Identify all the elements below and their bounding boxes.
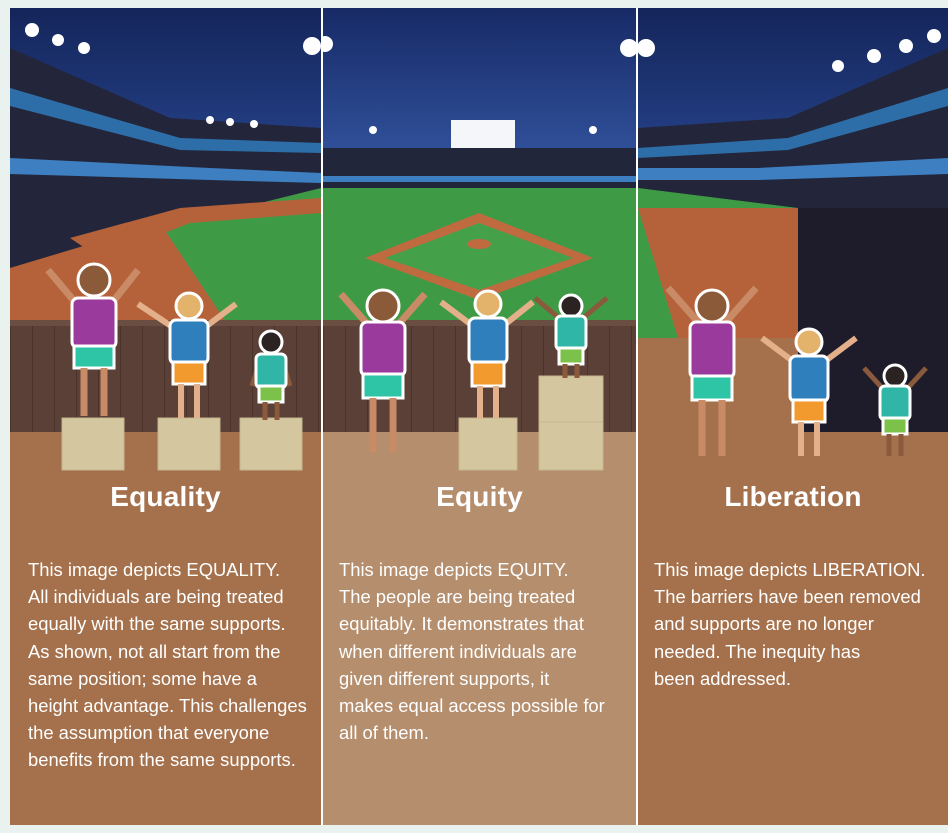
description-line: This image depicts EQUALITY.	[28, 559, 281, 580]
panel-description: This image depicts EQUITY. The people ar…	[339, 556, 605, 746]
description-line: same position; some have a	[28, 667, 257, 689]
description-line: All individuals are being treated	[28, 586, 284, 608]
description-line: benefits from the same supports.	[28, 749, 296, 771]
description-line: the assumption that everyone	[28, 722, 270, 744]
equality-panel: Equality This image depicts EQUALITY. Al…	[10, 8, 321, 825]
equity-panel: Equity This image depicts EQUITY. The pe…	[321, 8, 638, 825]
equality-illustration	[10, 8, 321, 478]
middle-child	[760, 327, 858, 456]
description-line: when different individuals are	[339, 640, 577, 662]
description-line: all of them.	[339, 722, 429, 744]
stadium-lights	[25, 23, 321, 128]
description-line: equally with the same supports.	[28, 613, 286, 635]
description-line: needed. The inequity has	[654, 640, 861, 662]
stadium-lights	[323, 36, 636, 134]
panel-description: This image depicts EQUALITY. All individ…	[28, 556, 307, 774]
liberation-panel: Liberation This image depicts LIBERATION…	[638, 8, 948, 825]
description-line: been addressed.	[654, 667, 792, 689]
description-line: The barriers have been removed	[654, 586, 921, 608]
description-line: given different supports, it	[339, 667, 550, 689]
liberation-illustration	[638, 8, 948, 478]
description-line: As shown, not all start from the	[28, 640, 281, 662]
infographic: Equality This image depicts EQUALITY. Al…	[10, 8, 948, 825]
tall-child	[45, 262, 141, 416]
infield-dirt	[10, 223, 230, 328]
description-line: This image depicts LIBERATION.	[654, 559, 926, 580]
stadium-lights	[638, 29, 941, 72]
description-line: This image depicts EQUITY.	[339, 559, 569, 580]
support-boxes	[61, 417, 303, 471]
description-line: and supports are no longer	[654, 613, 874, 635]
description-line: equitably. It demonstrates that	[339, 613, 585, 635]
panel-title: Liberation	[724, 481, 862, 512]
panel-description: This image depicts LIBERATION. The barri…	[654, 556, 926, 692]
description-line: makes equal access possible for	[339, 695, 605, 717]
description-line: The people are being treated	[339, 586, 576, 608]
tall-child	[665, 285, 759, 456]
panel-title: Equity	[436, 481, 523, 512]
description-line: height advantage. This challenges	[28, 695, 307, 717]
short-child	[249, 329, 293, 420]
equity-illustration	[323, 8, 636, 478]
panel-title: Equality	[110, 481, 221, 512]
support-boxes	[458, 375, 604, 471]
middle-child	[439, 289, 535, 418]
short-child	[533, 293, 609, 378]
short-child	[862, 363, 928, 456]
middle-child	[136, 291, 238, 418]
tall-child	[338, 288, 428, 452]
